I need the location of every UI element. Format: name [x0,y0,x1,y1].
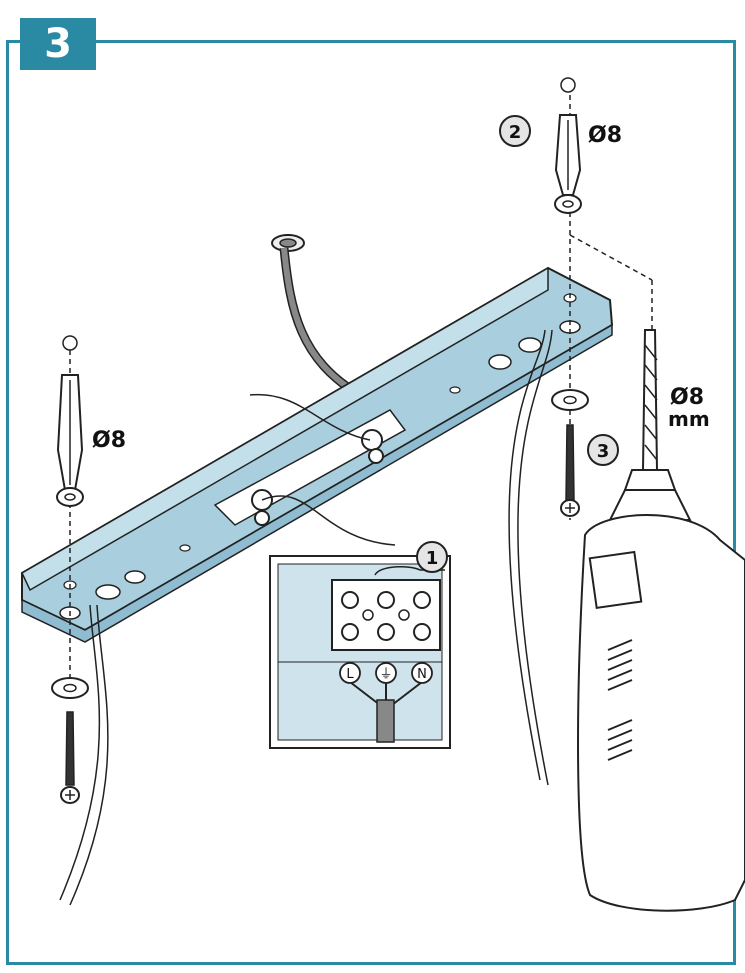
callout-1-number: 1 [426,548,439,569]
right-anchor-diameter: Ø8 [588,123,622,148]
terminal-label-earth: ⏚ [379,667,392,682]
terminal-N: N [411,662,433,684]
wiring-inset: L ⏚ N 1 [269,541,451,749]
right-fixing-set: Ø8 [551,77,653,520]
left-fixing-set: Ø8 [51,335,126,804]
screw-icon [560,424,580,517]
drill-icon: Ø8 mm [577,329,745,912]
callout-2: 2 [499,115,531,147]
screw-head-icon [560,77,576,93]
drill-bit-unit: mm [668,407,710,431]
terminal-label-neutral: N [417,667,427,682]
step-number: 3 [44,21,72,67]
terminal-block-icon [331,579,441,651]
terminal-earth: ⏚ [375,662,397,684]
screw-icon [60,711,80,804]
callout-2-number: 2 [509,122,522,143]
drill-bit-diameter: Ø8 [670,385,704,410]
terminal-label-live: L [346,667,354,682]
callout-1: 1 [416,541,448,573]
wall-plug-icon [554,114,582,214]
wires [59,329,553,906]
washer-icon [51,677,89,699]
ceiling-cable [271,234,363,399]
left-anchor-diameter: Ø8 [92,428,126,453]
terminal-L: L [339,662,361,684]
screw-head-icon [62,335,78,351]
callout-3: 3 [587,434,619,466]
step-number-badge: 3 [20,18,96,70]
wall-plug-icon [56,374,84,507]
washer-icon [551,389,589,411]
mounting-bracket [21,266,614,643]
callout-3-number: 3 [597,441,610,462]
